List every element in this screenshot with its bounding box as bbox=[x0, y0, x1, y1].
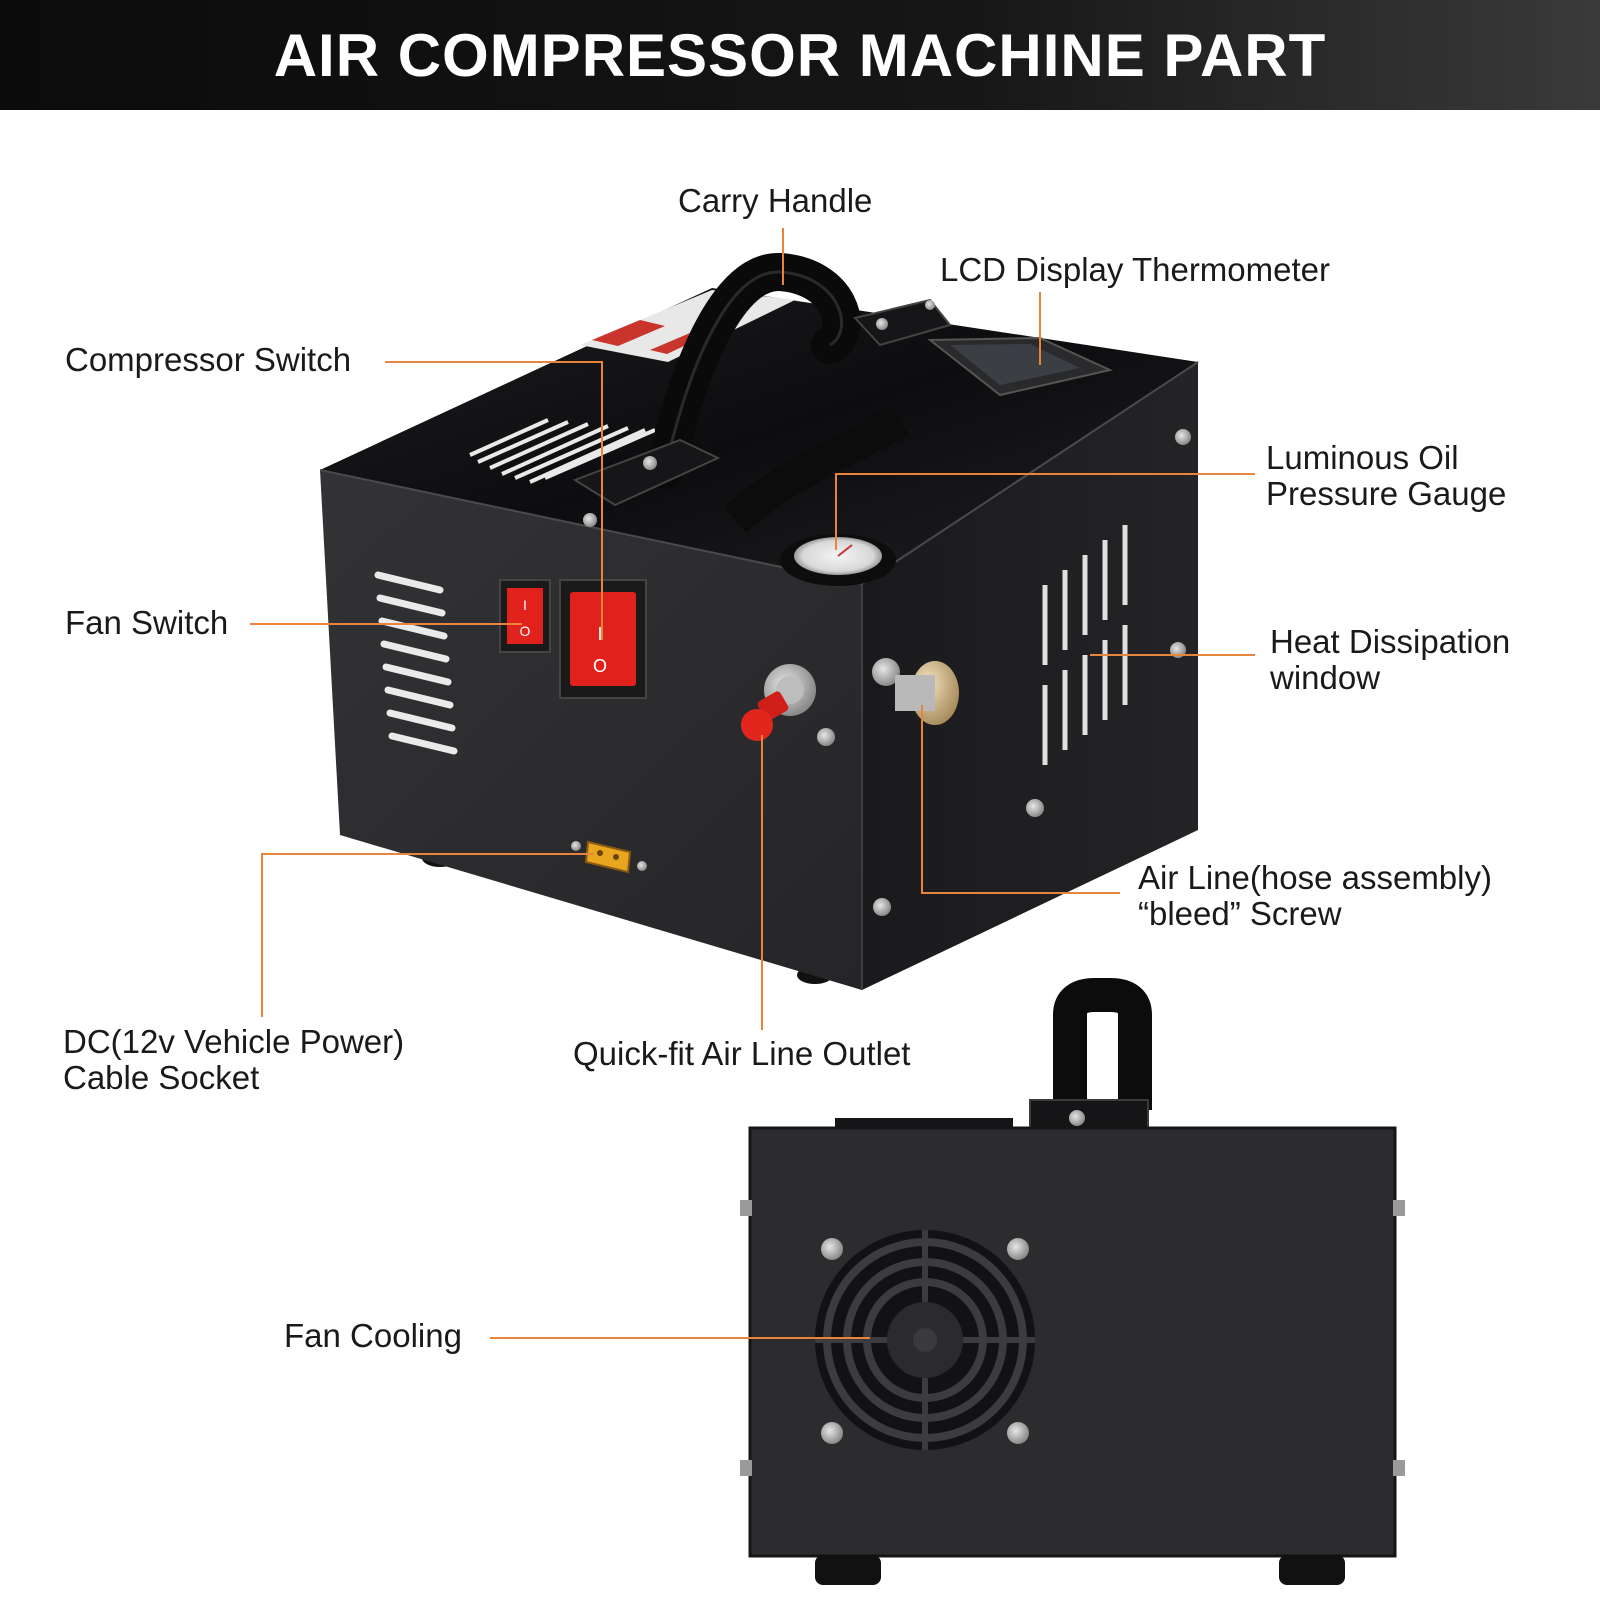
oil-pressure-gauge bbox=[780, 534, 896, 586]
fan-switch-on-mark: I bbox=[523, 597, 527, 613]
air-line-outlet[interactable] bbox=[741, 664, 835, 746]
label-oil-pressure-gauge-line1: Luminous Oil bbox=[1266, 439, 1459, 476]
label-heat-dissipation-line1: Heat Dissipation bbox=[1270, 623, 1511, 660]
leader-lines bbox=[250, 228, 1255, 1339]
compressor-switch-off-mark: O bbox=[593, 656, 607, 676]
title-banner: AIR COMPRESSOR MACHINE PART bbox=[0, 0, 1600, 110]
lcd-display bbox=[927, 336, 1114, 397]
main-unit: I O I O bbox=[319, 253, 1199, 990]
label-bleed-screw-line1: Air Line(hose assembly) bbox=[1138, 859, 1492, 896]
label-bleed-screw: Air Line(hose assembly) “bleed” Screw bbox=[1138, 860, 1492, 932]
heat-dissipation-window bbox=[1042, 525, 1128, 765]
label-air-line-outlet: Quick-fit Air Line Outlet bbox=[573, 1035, 911, 1072]
label-heat-dissipation-window: Heat Dissipation window bbox=[1270, 624, 1510, 696]
label-oil-pressure-gauge-line2: Pressure Gauge bbox=[1266, 475, 1507, 512]
page-title: AIR COMPRESSOR MACHINE PART bbox=[273, 21, 1327, 89]
label-dc-cable-socket: DC(12v Vehicle Power) Cable Socket bbox=[63, 1024, 404, 1096]
label-oil-pressure-gauge: Luminous Oil Pressure Gauge bbox=[1266, 440, 1506, 512]
label-dc-cable-socket-line2: Cable Socket bbox=[63, 1059, 260, 1096]
label-fan-switch: Fan Switch bbox=[65, 604, 229, 641]
carry-handle bbox=[572, 253, 952, 533]
cooling-fan bbox=[815, 1230, 1035, 1450]
back-view-unit bbox=[740, 978, 1405, 1585]
label-heat-dissipation-line2: window bbox=[1270, 659, 1381, 696]
side-panel bbox=[862, 362, 1198, 990]
screw bbox=[583, 513, 597, 527]
dc-cable-socket[interactable] bbox=[571, 840, 647, 874]
label-bleed-screw-line2: “bleed” Screw bbox=[1138, 895, 1342, 932]
screw bbox=[1175, 429, 1191, 445]
screw bbox=[873, 898, 891, 916]
label-dc-cable-socket-line1: DC(12v Vehicle Power) bbox=[63, 1023, 405, 1060]
fan-switch[interactable]: I O bbox=[499, 579, 551, 653]
fan-switch-off-mark: O bbox=[520, 623, 531, 639]
screw bbox=[925, 300, 935, 310]
label-carry-handle: Carry Handle bbox=[678, 182, 873, 219]
compressor-switch-on-mark: I bbox=[597, 624, 602, 644]
label-fan-cooling: Fan Cooling bbox=[284, 1317, 462, 1354]
label-compressor-switch: Compressor Switch bbox=[65, 341, 352, 378]
screw bbox=[1026, 799, 1044, 817]
fan-switch-rocker bbox=[507, 588, 543, 644]
front-panel bbox=[320, 470, 862, 990]
top-vent bbox=[469, 418, 656, 484]
label-lcd-display-thermometer: LCD Display Thermometer bbox=[940, 251, 1331, 288]
